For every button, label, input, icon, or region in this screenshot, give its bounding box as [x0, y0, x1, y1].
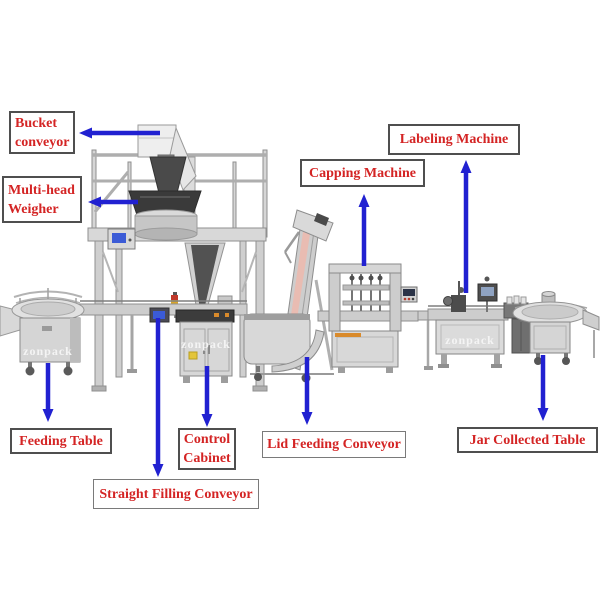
hmi-panel — [107, 228, 136, 250]
brand-mark-control-cabinet: zonpack — [181, 337, 231, 351]
jar-collected-table-machine — [503, 291, 600, 365]
callout-lid-feeding-conveyor: Lid Feeding Conveyor — [262, 431, 406, 458]
control-cabinet-machine: zonpack — [175, 309, 235, 383]
capping-control-panel — [400, 286, 418, 303]
callout-arrows — [42, 127, 549, 477]
callout-control-cabinet: Control Cabinet — [178, 428, 236, 470]
brand-mark-labeling-machine: zonpack — [445, 333, 495, 347]
multihead-weigher-assembly — [128, 156, 202, 241]
lid-feeding-conveyor-machine — [243, 209, 334, 383]
callout-straight-filling-conveyor: Straight Filling Conveyor — [93, 479, 259, 509]
callout-labeling-machine: Labeling Machine — [388, 124, 520, 155]
callout-bucket-conveyor: Bucket conveyor — [9, 111, 75, 154]
callout-multi-head-weigher: Multi-head Weigher — [2, 176, 82, 223]
feeding-table-machine: zonpack — [0, 288, 85, 376]
labeling-machine-body: zonpack — [427, 276, 509, 368]
brand-mark-feeding-table: zonpack — [23, 344, 73, 358]
callout-jar-collected-table: Jar Collected Table — [457, 427, 598, 453]
callout-feeding-table: Feeding Table — [10, 428, 112, 454]
callout-capping-machine: Capping Machine — [300, 159, 425, 187]
labeling-control-panel — [477, 276, 498, 312]
capping-machine-body — [317, 263, 419, 373]
labeling-head — [443, 281, 466, 312]
